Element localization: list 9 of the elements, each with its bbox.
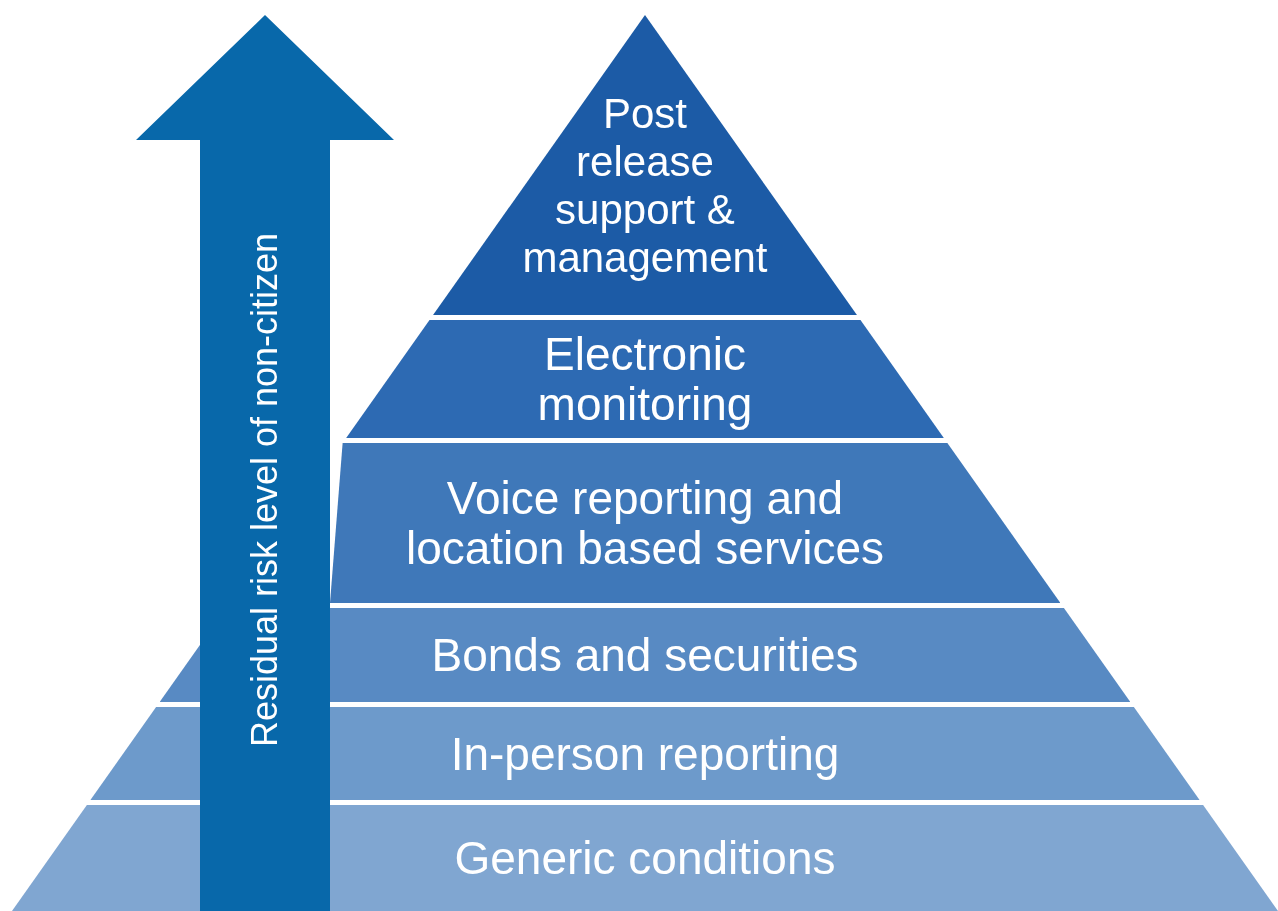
tier-label: In-person reporting	[450, 728, 840, 779]
tier-label: Generic conditions	[454, 833, 836, 883]
tier-label: Electronic monitoring	[536, 329, 754, 429]
pyramid-tier	[12, 805, 1278, 911]
axis-label: Residual risk level of non-citizen	[244, 232, 287, 748]
tier-label: Post release support & management	[522, 90, 768, 281]
pyramid-tier	[330, 443, 1061, 603]
tier-label: Voice reporting and location based services	[404, 473, 886, 573]
tier-label: Bonds and securities	[431, 630, 859, 680]
